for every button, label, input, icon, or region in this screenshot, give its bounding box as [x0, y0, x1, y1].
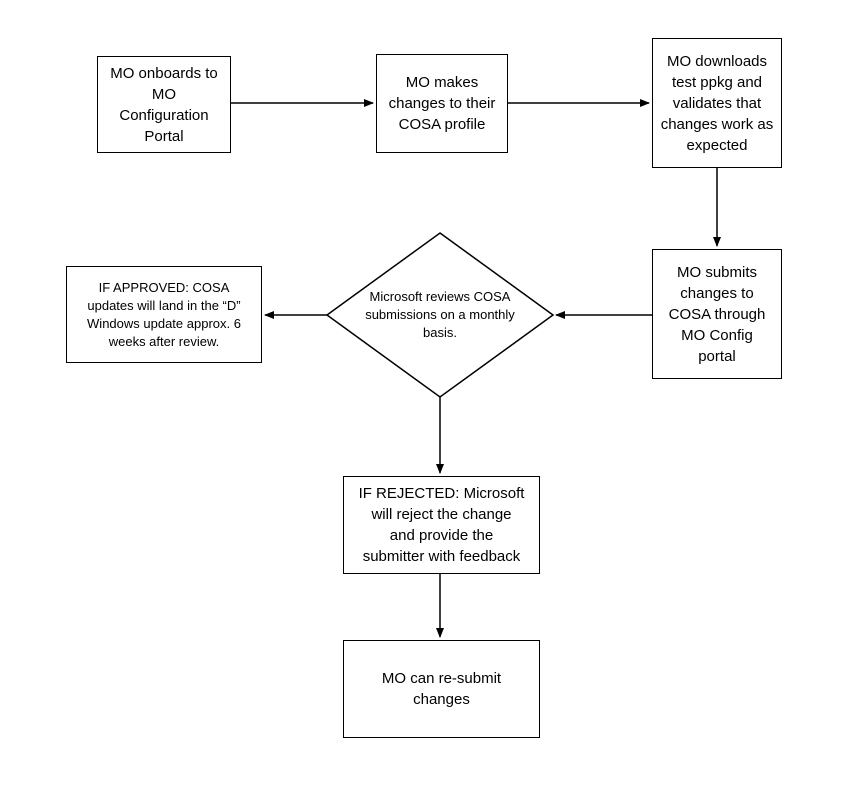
node-onboard: MO onboards to MO Configuration Portal: [97, 56, 231, 153]
node-download-validate-label: MO downloads test ppkg and validates tha…: [660, 52, 774, 154]
node-submit-label: MO submits changes to COSA through MO Co…: [668, 263, 766, 365]
node-rejected-label: IF REJECTED: Microsoft will reject the c…: [358, 485, 525, 565]
node-approved: IF APPROVED: COSA updates will land in t…: [66, 266, 262, 363]
node-approved-label: IF APPROVED: COSA updates will land in t…: [87, 279, 241, 349]
node-rejected: IF REJECTED: Microsoft will reject the c…: [343, 476, 540, 574]
node-submit: MO submits changes to COSA through MO Co…: [652, 249, 782, 379]
decision-review: Microsoft reviews COSA submissions on a …: [350, 285, 530, 345]
node-make-changes-label: MO makes changes to their COSA profile: [388, 74, 496, 133]
decision-review-label: Microsoft reviews COSA submissions on a …: [365, 289, 515, 340]
node-onboard-label: MO onboards to MO Configuration Portal: [110, 64, 218, 145]
node-download-validate: MO downloads test ppkg and validates tha…: [652, 38, 782, 168]
node-resubmit: MO can re-submit changes: [343, 640, 540, 738]
node-resubmit-label: MO can re-submit changes: [381, 670, 502, 708]
node-make-changes: MO makes changes to their COSA profile: [376, 54, 508, 153]
